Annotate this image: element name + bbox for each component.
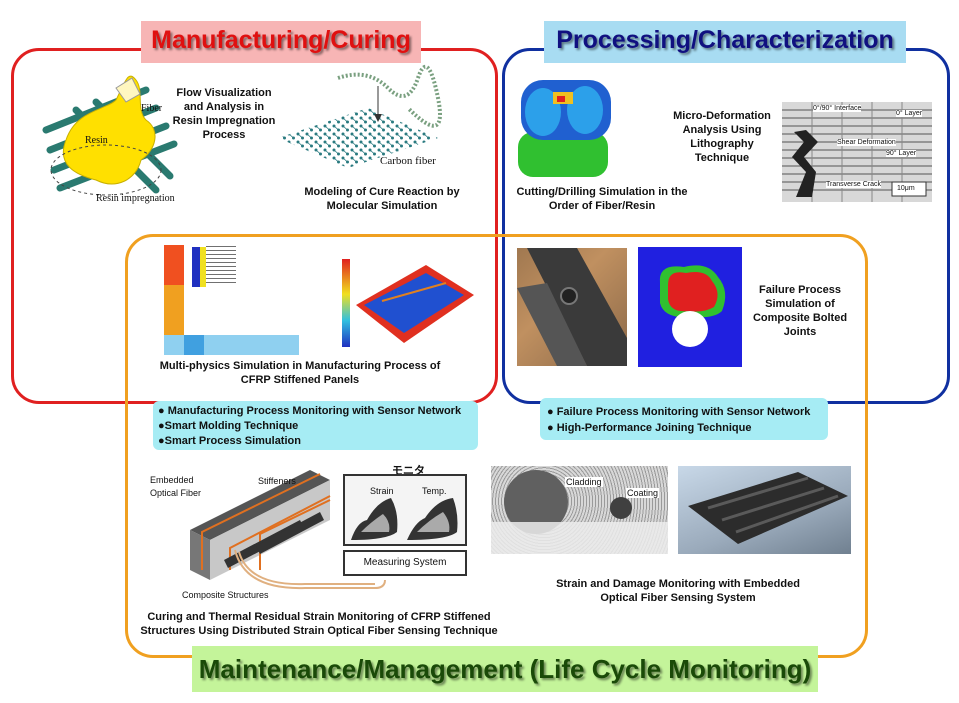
thermal-map-legend bbox=[206, 246, 236, 286]
resin-label: Resin bbox=[85, 135, 108, 146]
fiber-label: Fiber bbox=[141, 103, 163, 114]
stiffened-structure-illustration bbox=[190, 470, 331, 580]
bolted-joint-caption: Failure Process Simulation of Composite … bbox=[752, 284, 848, 338]
manufacturing-title-bg bbox=[141, 21, 421, 63]
stiffeners-label: Stiffeners bbox=[258, 476, 296, 486]
coating-label: Coating bbox=[626, 488, 660, 498]
multiphysics-caption: Multi-physics Simulation in Manufacturin… bbox=[159, 360, 441, 386]
transverse-crack-label: Transverse Crack bbox=[826, 181, 881, 188]
strain-label: Strain bbox=[370, 486, 394, 496]
stiffened-panel-thermal-map bbox=[164, 245, 299, 355]
molecular-simulation-illustration bbox=[278, 64, 442, 168]
layer90-label: 90° Layer bbox=[886, 150, 917, 157]
bolted-joint-photo-plates bbox=[517, 248, 627, 366]
measuring-system-label: Measuring System bbox=[363, 557, 447, 568]
measuring-system-box bbox=[343, 550, 467, 576]
optical-fiber-cable bbox=[234, 549, 386, 590]
layer0-label: 0° Layer bbox=[896, 110, 923, 117]
cladding-label: Cladding bbox=[565, 477, 603, 487]
maintenance-title-bg bbox=[192, 646, 818, 692]
maintenance-title: Maintenance/Management (Life Cycle Monit… bbox=[198, 654, 812, 684]
processing-bullets-box bbox=[540, 398, 828, 440]
bullet-monitoring-network: ● Manufacturing Process Monitoring with … bbox=[158, 405, 462, 417]
embedded-optical-fiber-label: Embedded Optical Fiber bbox=[150, 475, 202, 498]
composite-structures-label: Composite Structures bbox=[182, 590, 269, 600]
resin-impregnation-label: Resin impregnation bbox=[96, 193, 175, 204]
curing-strain-caption: Curing and Thermal Residual Strain Monit… bbox=[140, 611, 498, 637]
scale-bar-label: 10μm bbox=[897, 185, 915, 192]
cfrp-panel-simulation-render bbox=[342, 259, 474, 347]
processing-title: Processing/Characterization bbox=[556, 26, 894, 54]
stiffened-panel-photo-shape bbox=[688, 472, 848, 544]
bullet-smart-process: ●Smart Process Simulation bbox=[158, 435, 301, 447]
temp-label: Temp. bbox=[422, 486, 447, 496]
carbon-fiber-label: Carbon fiber bbox=[380, 155, 436, 167]
processing-title-bg bbox=[544, 21, 906, 63]
manufacturing-bullets-box bbox=[153, 401, 478, 450]
interface-label: 0°/90° Interface bbox=[813, 105, 862, 112]
bullet-joining-technique: ● High-Performance Joining Technique bbox=[547, 422, 752, 434]
shear-deformation-label: Shear Deformation bbox=[837, 139, 896, 146]
manufacturing-title: Manufacturing/Curing bbox=[151, 26, 411, 54]
monitor-strain-plots bbox=[351, 498, 458, 540]
cutting-simulation-render bbox=[518, 80, 611, 177]
bullet-failure-monitoring: ● Failure Process Monitoring with Sensor… bbox=[547, 406, 811, 418]
bolted-joint-failure-simulation bbox=[638, 247, 742, 367]
cure-reaction-caption: Modeling of Cure Reaction by Molecular S… bbox=[304, 186, 460, 212]
embedded-sensing-caption: Strain and Damage Monitoring with Embedd… bbox=[556, 578, 800, 604]
resin-impregnation-illustration bbox=[42, 75, 178, 196]
flow-visualization-caption: Flow Visualization and Analysis in Resin… bbox=[172, 87, 276, 141]
cutting-drilling-caption: Cutting/Drilling Simulation in the Order… bbox=[516, 186, 688, 212]
micro-deformation-caption: Micro-Deformation Analysis Using Lithogr… bbox=[673, 110, 771, 164]
bullet-smart-molding: ●Smart Molding Technique bbox=[158, 420, 299, 432]
fiber-cross-section-details bbox=[491, 470, 668, 554]
